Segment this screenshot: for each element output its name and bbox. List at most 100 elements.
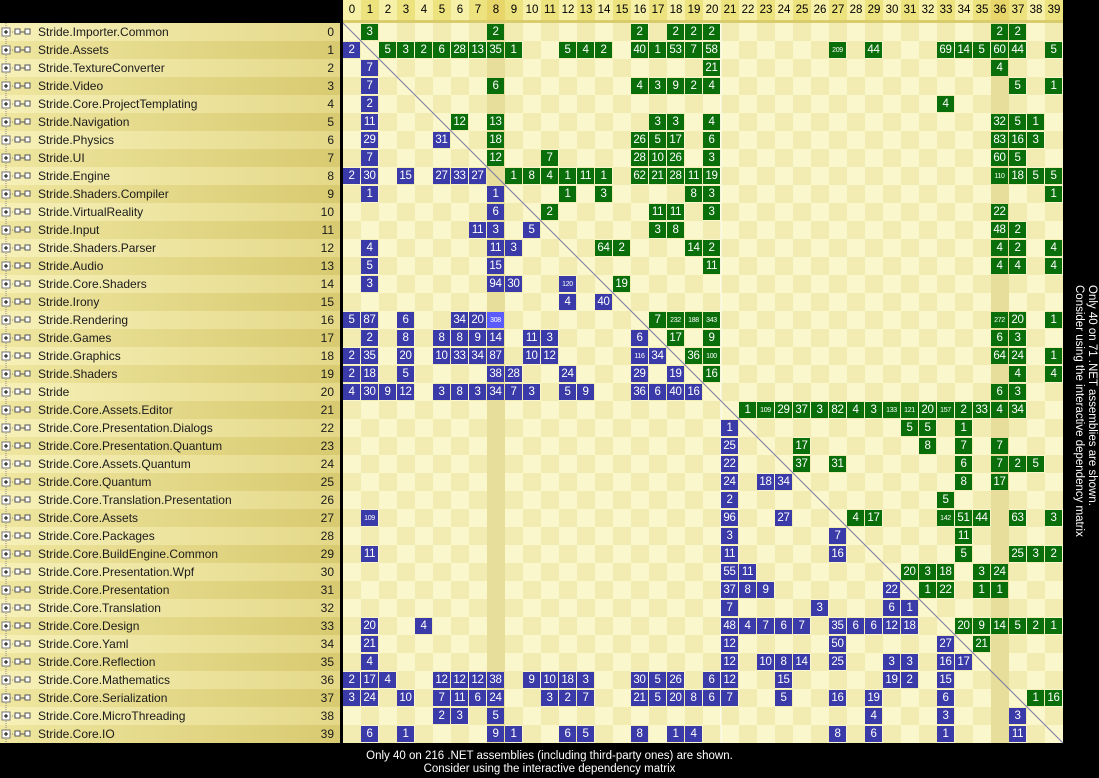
dependency-cell-blue[interactable]: 38 bbox=[487, 672, 504, 688]
dependency-cell-blue[interactable]: 20 bbox=[361, 618, 378, 634]
dependency-cell-blue[interactable]: 3 bbox=[433, 384, 450, 400]
dependency-cell-green[interactable]: 21 bbox=[703, 60, 720, 76]
dependency-cell-green[interactable]: 3 bbox=[811, 402, 828, 418]
dependency-cell-blue[interactable]: 1 bbox=[487, 186, 504, 202]
dependency-cell-blue[interactable]: 6 bbox=[397, 312, 414, 328]
dependency-cell-blue[interactable]: 12 bbox=[469, 672, 486, 688]
dependency-cell-green[interactable]: 11 bbox=[685, 168, 702, 184]
dependency-cell-blue[interactable]: 3 bbox=[937, 708, 954, 724]
dependency-cell-blue[interactable]: 7 bbox=[361, 78, 378, 94]
dependency-cell-blue[interactable]: 6 bbox=[361, 726, 378, 742]
dependency-cell-green[interactable]: 1 bbox=[1045, 348, 1062, 364]
tree-expand-icon[interactable] bbox=[0, 167, 36, 185]
tree-expand-icon[interactable] bbox=[0, 599, 36, 617]
dependency-cell-blue[interactable]: 34 bbox=[775, 474, 792, 490]
dependency-cell-green[interactable]: 20 bbox=[919, 402, 936, 418]
dependency-cell-green[interactable]: 6 bbox=[991, 330, 1008, 346]
dependency-cell-green[interactable]: 11 bbox=[649, 204, 666, 220]
dependency-cell-green[interactable]: 3 bbox=[973, 564, 990, 580]
dependency-cell-blue[interactable]: 30 bbox=[505, 276, 522, 292]
dependency-cell-blue[interactable]: 11 bbox=[361, 114, 378, 130]
column-header[interactable]: 33 bbox=[937, 0, 955, 20]
dependency-cell-green[interactable]: 20 bbox=[955, 618, 972, 634]
dependency-cell-blue[interactable]: 7 bbox=[361, 60, 378, 76]
dependency-cell-green[interactable]: 1 bbox=[505, 168, 522, 184]
dependency-cell-green[interactable]: 3 bbox=[703, 150, 720, 166]
column-header[interactable]: 0 bbox=[343, 0, 361, 20]
dependency-cell-blue[interactable]: 8 bbox=[451, 384, 468, 400]
dependency-cell-green[interactable]: 1 bbox=[1045, 618, 1062, 634]
tree-expand-icon[interactable] bbox=[0, 329, 36, 347]
tree-expand-icon[interactable] bbox=[0, 653, 36, 671]
dependency-cell-blue[interactable]: 7 bbox=[361, 150, 378, 166]
dependency-cell-green[interactable]: 9 bbox=[667, 78, 684, 94]
column-header[interactable]: 26 bbox=[811, 0, 829, 20]
tree-expand-icon[interactable] bbox=[0, 221, 36, 239]
dependency-cell-blue[interactable]: 6 bbox=[487, 204, 504, 220]
dependency-cell-green[interactable]: 3 bbox=[1027, 132, 1044, 148]
dependency-cell-blue[interactable]: 6 bbox=[865, 618, 882, 634]
dependency-cell-green[interactable]: 29 bbox=[775, 402, 792, 418]
dependency-cell-green[interactable]: 4 bbox=[937, 96, 954, 112]
dependency-cell-green[interactable]: 3 bbox=[865, 402, 882, 418]
tree-expand-icon[interactable] bbox=[0, 41, 36, 59]
tree-expand-icon[interactable] bbox=[0, 671, 36, 689]
dependency-cell-blue[interactable]: 4 bbox=[379, 672, 396, 688]
dependency-cell-green[interactable]: 2 bbox=[1027, 618, 1044, 634]
dependency-cell-blue[interactable]: 116 bbox=[631, 348, 648, 364]
dependency-cell-green[interactable]: 58 bbox=[703, 42, 720, 58]
dependency-cell-green[interactable]: 64 bbox=[991, 348, 1008, 364]
dependency-cell-green[interactable]: 272 bbox=[991, 312, 1008, 328]
dependency-cell-green[interactable]: 19 bbox=[703, 168, 720, 184]
column-header[interactable]: 30 bbox=[883, 0, 901, 20]
tree-expand-icon[interactable] bbox=[0, 581, 36, 599]
dependency-cell-green[interactable]: 21 bbox=[649, 168, 666, 184]
dependency-cell-blue[interactable]: 4 bbox=[865, 708, 882, 724]
dependency-cell-green[interactable]: 3 bbox=[649, 222, 666, 238]
dependency-cell-green[interactable]: 2 bbox=[1045, 546, 1062, 562]
dependency-cell-blue[interactable]: 308 bbox=[487, 312, 504, 328]
dependency-cell-green[interactable]: 5 bbox=[1045, 42, 1062, 58]
dependency-cell-green[interactable]: 3 bbox=[667, 114, 684, 130]
dependency-cell-green[interactable]: 1 bbox=[1027, 114, 1044, 130]
dependency-cell-blue[interactable]: 35 bbox=[829, 618, 846, 634]
dependency-cell-blue[interactable]: 24 bbox=[361, 690, 378, 706]
dependency-cell-green[interactable]: 12 bbox=[487, 150, 504, 166]
dependency-cell-blue[interactable]: 6 bbox=[469, 690, 486, 706]
column-header[interactable]: 32 bbox=[919, 0, 937, 20]
dependency-cell-green[interactable]: 2 bbox=[415, 42, 432, 58]
dependency-cell-green[interactable]: 2 bbox=[487, 24, 504, 40]
dependency-cell-green[interactable]: 7 bbox=[955, 438, 972, 454]
dependency-cell-blue[interactable]: 4 bbox=[685, 726, 702, 742]
dependency-cell-green[interactable]: 1 bbox=[1045, 186, 1062, 202]
dependency-cell-green[interactable]: 5 bbox=[901, 420, 918, 436]
dependency-cell-blue[interactable]: 7 bbox=[829, 528, 846, 544]
column-header[interactable]: 17 bbox=[649, 0, 667, 20]
dependency-cell-green[interactable]: 5 bbox=[1045, 168, 1062, 184]
dependency-cell-green[interactable]: 4 bbox=[577, 42, 594, 58]
dependency-cell-blue[interactable]: 18 bbox=[901, 618, 918, 634]
dependency-cell-green[interactable]: 4 bbox=[541, 168, 558, 184]
dependency-cell-blue[interactable]: 28 bbox=[505, 366, 522, 382]
column-header[interactable]: 35 bbox=[973, 0, 991, 20]
dependency-cell-green[interactable]: 1 bbox=[991, 582, 1008, 598]
dependency-cell-blue[interactable]: 15 bbox=[937, 672, 954, 688]
dependency-cell-blue[interactable]: 7 bbox=[721, 600, 738, 616]
column-header[interactable]: 36 bbox=[991, 0, 1009, 20]
dependency-cell-green[interactable]: 7 bbox=[649, 312, 666, 328]
dependency-cell-blue[interactable]: 2 bbox=[433, 708, 450, 724]
dependency-cell-green[interactable]: 4 bbox=[991, 240, 1008, 256]
tree-expand-icon[interactable] bbox=[0, 365, 36, 383]
dependency-cell-green[interactable]: 18 bbox=[487, 132, 504, 148]
dependency-cell-blue[interactable]: 40 bbox=[667, 384, 684, 400]
dependency-cell-blue[interactable]: 30 bbox=[361, 384, 378, 400]
dependency-cell-green[interactable]: 2 bbox=[595, 42, 612, 58]
dependency-cell-green[interactable]: 18 bbox=[937, 564, 954, 580]
dependency-cell-green[interactable]: 26 bbox=[667, 150, 684, 166]
dependency-cell-green[interactable]: 35 bbox=[487, 42, 504, 58]
dependency-cell-blue[interactable]: 24 bbox=[721, 474, 738, 490]
dependency-cell-blue[interactable]: 36 bbox=[631, 384, 648, 400]
dependency-cell-green[interactable]: 4 bbox=[631, 78, 648, 94]
